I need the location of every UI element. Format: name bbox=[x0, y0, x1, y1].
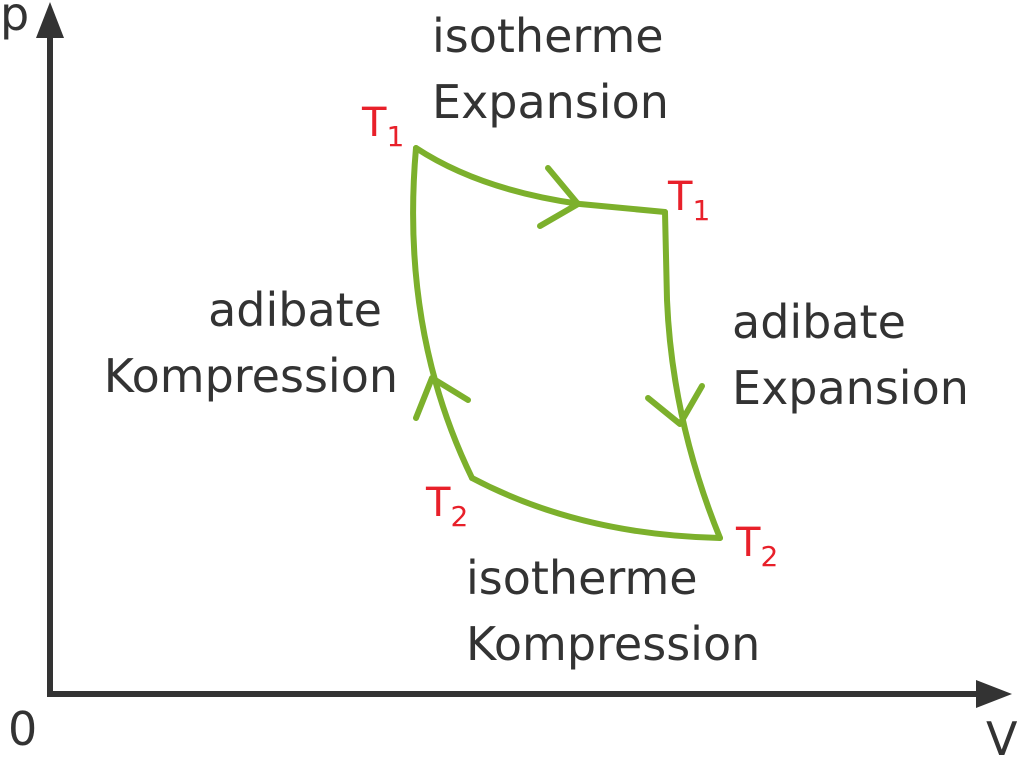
process-labels: isotherme Expansion adibate Expansion is… bbox=[104, 9, 969, 671]
isothermal-expansion-path bbox=[413, 145, 668, 215]
iso-compression-label-line1: isotherme bbox=[466, 551, 698, 605]
arrow-adi-expansion bbox=[645, 383, 705, 427]
x-axis-label: V bbox=[986, 712, 1018, 759]
arrow-iso-expansion bbox=[537, 165, 581, 229]
iso-expansion-label-line1: isotherme bbox=[432, 9, 664, 63]
adiabatic-expansion-path bbox=[662, 209, 723, 541]
y-axis-arrowhead bbox=[36, 2, 64, 38]
adi-compression-label-line2: Kompression bbox=[104, 349, 398, 403]
adi-expansion-label-line1: adibate bbox=[732, 295, 906, 349]
adi-compression-label-line1: adibate bbox=[208, 283, 382, 337]
cycle bbox=[410, 145, 723, 541]
iso-compression-label-line2: Kompression bbox=[466, 617, 760, 671]
temp-top-left: T1 bbox=[361, 100, 404, 153]
temperature-labels: T1 T1 T2 T2 bbox=[361, 100, 778, 573]
adi-expansion-label-line2: Expansion bbox=[732, 361, 969, 415]
arrow-adi-compression bbox=[413, 375, 471, 421]
adiabatic-compression-path bbox=[410, 145, 475, 481]
temp-bottom-right: T2 bbox=[735, 520, 778, 573]
temp-top-right: T1 bbox=[667, 174, 710, 227]
isothermal-compression-path bbox=[469, 475, 723, 541]
temp-bottom-left: T2 bbox=[425, 480, 468, 533]
origin-label: 0 bbox=[8, 702, 37, 756]
iso-expansion-label-line2: Expansion bbox=[432, 75, 669, 129]
x-axis-arrowhead bbox=[976, 680, 1012, 708]
y-axis-label: p bbox=[0, 0, 29, 41]
